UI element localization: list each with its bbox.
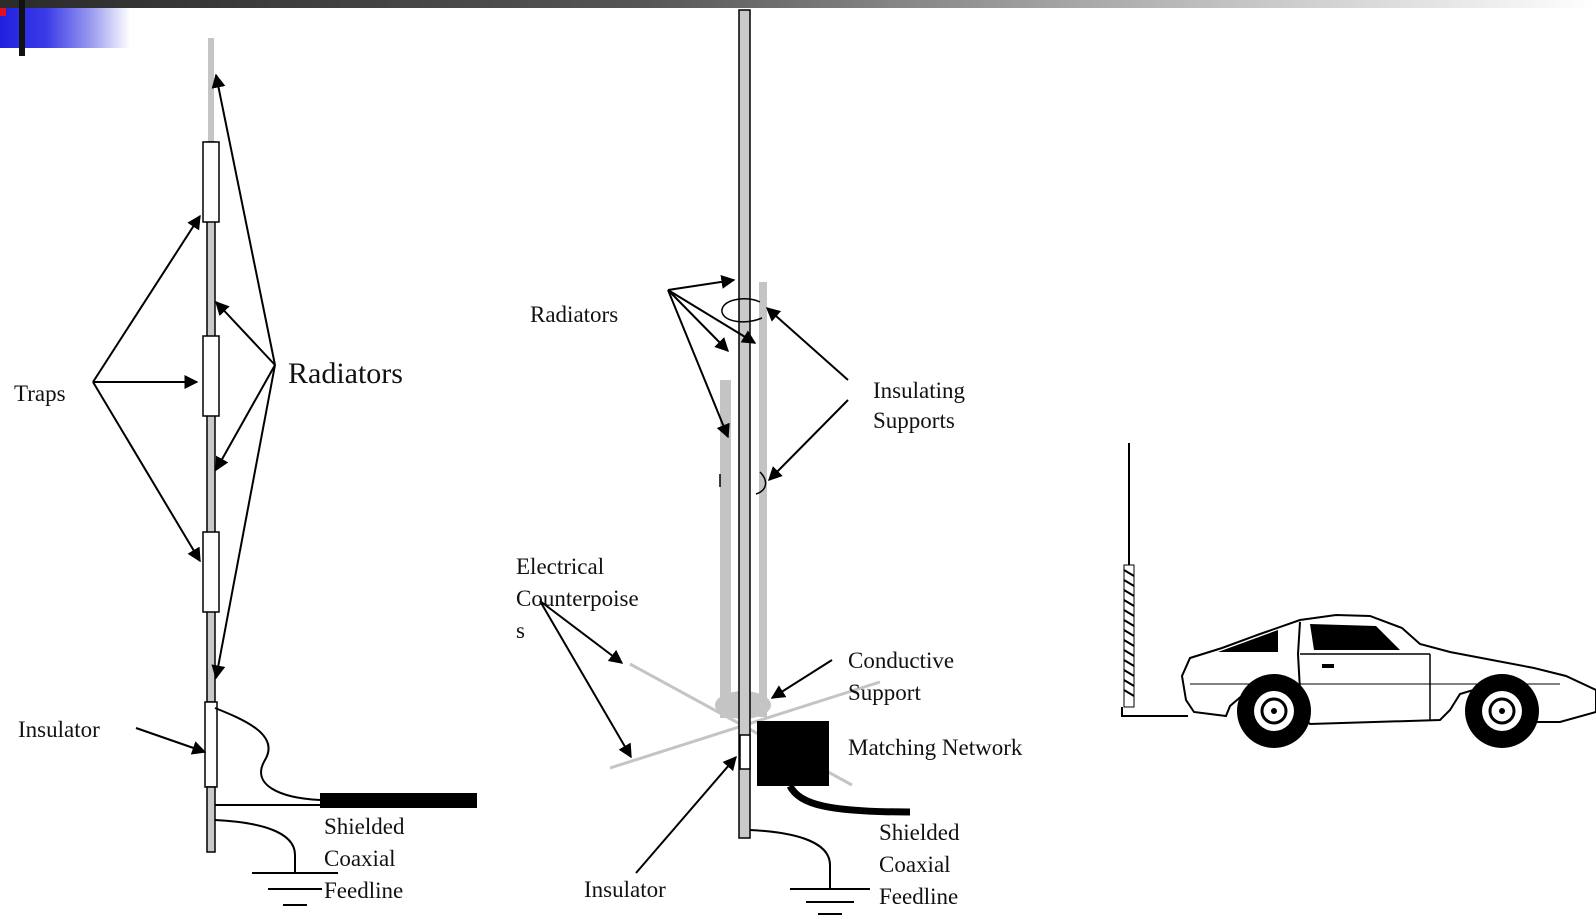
car-icon [1180,613,1596,748]
antenna-mount-bracket [1121,707,1188,717]
multiband-vertical-antenna: Radiators Insulating Supports Electrical… [516,9,1023,915]
mid-radiators-label: Radiators [530,302,618,327]
insulating-support-top [721,298,763,323]
trap-3 [202,531,220,613]
main-mast [738,9,751,839]
counterpoise-arrow-1 [539,600,624,664]
radiators-arrow-1 [211,73,276,366]
insulator-block [204,701,218,788]
trap-2 [202,335,220,417]
lower-mast [206,786,216,853]
insulator-label: Insulator [18,717,100,742]
mid-insulator-arrow [635,755,737,874]
feedline-label-1: Shielded [324,814,405,839]
insulator-arrow [135,727,207,755]
conductive-support-label-1: Conductive [848,648,954,673]
slide-top-bar [0,0,1596,8]
insulating-supports-label-1: Insulating [873,378,965,403]
car-window-frame [1296,621,1301,691]
feedline-label-3: Feedline [324,878,403,903]
insulating-supports-label-2: Supports [873,408,955,433]
mid-radiators-arrow-2 [667,289,757,344]
matching-network-box [757,721,829,786]
mid-radiators-arrow-1 [667,274,736,291]
car-window-rear [1218,630,1278,652]
traps-label: Traps [14,381,66,406]
mobile-car-antenna [1121,443,1596,748]
gray-radiator-left [720,380,731,718]
counterpoise-arrow-2 [539,600,632,759]
ground-wire [214,819,296,872]
radiators-arrow-4 [211,364,276,680]
car-window-front [1310,624,1400,650]
trap-vertical-antenna: Traps Radiators Insulator Shielded Coaxi… [14,38,477,906]
conductive-support-arrow [770,659,833,699]
traps-arrow-3 [92,381,201,563]
mid-radiators-arrow-4 [667,289,730,439]
mid-insulator-label: Insulator [584,877,666,902]
car-wheel-rear [1237,674,1311,748]
slide-logo-bar [19,0,25,56]
radiator-mast [206,141,216,703]
feedline-label-2: Coaxial [324,846,396,871]
supports-arrow-2 [768,399,849,481]
radiators-arrow-2 [215,300,276,366]
slide-logo-accent [0,8,6,16]
base-insulator [739,734,751,770]
coax-feedline [320,793,477,808]
mid-radiators-arrow-3 [667,289,729,352]
loading-coil [1123,564,1135,708]
counterpoise-label-1: Electrical [516,554,604,579]
radiators-label: Radiators [288,357,403,390]
car-door-handle [1322,664,1334,668]
mid-feedline-label-3: Feedline [879,884,958,909]
traps-arrow-1 [92,214,201,383]
radiators-arrow-3 [215,364,276,472]
feed-wire [214,707,321,801]
insulating-support-bottom [719,471,767,495]
coax-feedline-mid [786,784,911,816]
car-wheel-front [1465,674,1539,748]
counterpoise-label-2: Counterpoise [516,586,639,611]
mid-feedline-label-2: Coaxial [879,852,951,877]
matching-network-label: Matching Network [848,735,1023,760]
ground-wire-mid [749,829,831,888]
conductive-support-label-2: Support [848,680,921,705]
supports-arrow-1 [765,307,849,381]
counterpoise-label-3: s [516,618,525,643]
mid-feedline-label-1: Shielded [879,820,960,845]
trap-1 [202,141,220,223]
gray-radiator-right [759,282,767,717]
